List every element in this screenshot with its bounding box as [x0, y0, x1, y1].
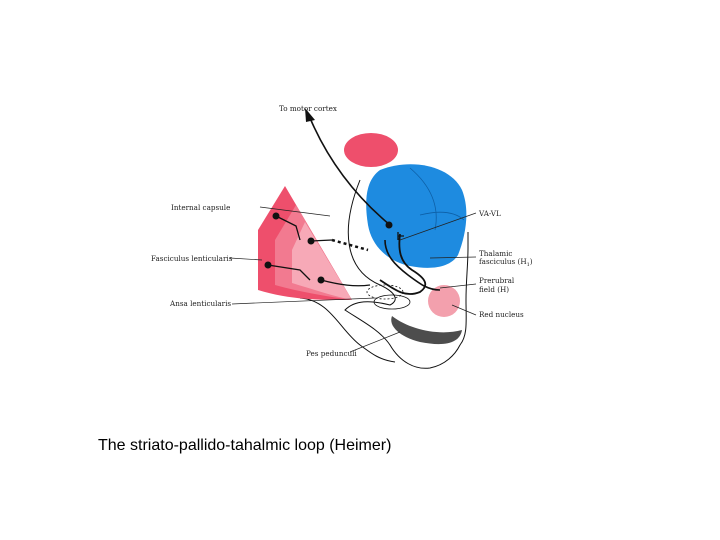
cortex-target [344, 133, 398, 167]
label-prerubral-line1: Prerubral [479, 276, 515, 285]
label-fasciculus-lenticularis: Fasciculus lenticularis [151, 254, 233, 263]
label-prerubral-line2: field (H) [479, 285, 509, 294]
fasciculus-inner [384, 239, 441, 291]
label-ansa-lenticularis: Ansa lenticularis [169, 299, 231, 308]
thalamic-fasciculus-loop [379, 233, 427, 295]
brain-outline-lower [299, 297, 396, 363]
label-internal-capsule: Internal capsule [171, 203, 230, 212]
label-red-nucleus: Red nucleus [479, 310, 524, 319]
axon-pallidus-1 [310, 239, 333, 242]
label-va-vl: VA-VL [478, 209, 501, 218]
fasciculus-lenticularis-dashes [331, 238, 369, 252]
substantia-nigra [391, 316, 462, 345]
axon-internal-capsule [275, 215, 301, 241]
axon-thalamus-hook [397, 232, 404, 240]
label-thalamic-fasciculus-close: ) [530, 257, 533, 266]
label-thalamic-fasciculus-line1: Thalamic [479, 249, 512, 258]
ansa-lenticularis-tract [366, 284, 404, 300]
red-nucleus [428, 285, 460, 317]
leader-lines [229, 206, 477, 353]
label-thalamic-fasciculus-sub: 1 [527, 262, 530, 268]
globus-pallidus-internal [292, 222, 352, 300]
axon-pallidus-2 [320, 279, 371, 287]
label-thalamic-fasciculus-line2: fasciculus (H [479, 257, 527, 266]
motor-cortex-arrowhead [305, 108, 315, 122]
neuron-thalamus [385, 221, 393, 229]
axon-fasciculus [267, 264, 311, 281]
slide-caption: The striato-pallido-tahalmic loop (Heime… [98, 437, 392, 454]
label-thalamic-fasciculus-second: fasciculus (H1) [479, 257, 533, 268]
label-motor-cortex: To motor cortex [279, 104, 337, 113]
label-thalamic-fasciculus: Thalamic [479, 249, 512, 258]
motor-cortex-pathway [309, 117, 391, 226]
label-pes-pedunculi: Pes pedunculi [306, 349, 357, 358]
ansa-lenticularis-ring [373, 294, 411, 310]
thalamus-va-vl [366, 164, 467, 268]
